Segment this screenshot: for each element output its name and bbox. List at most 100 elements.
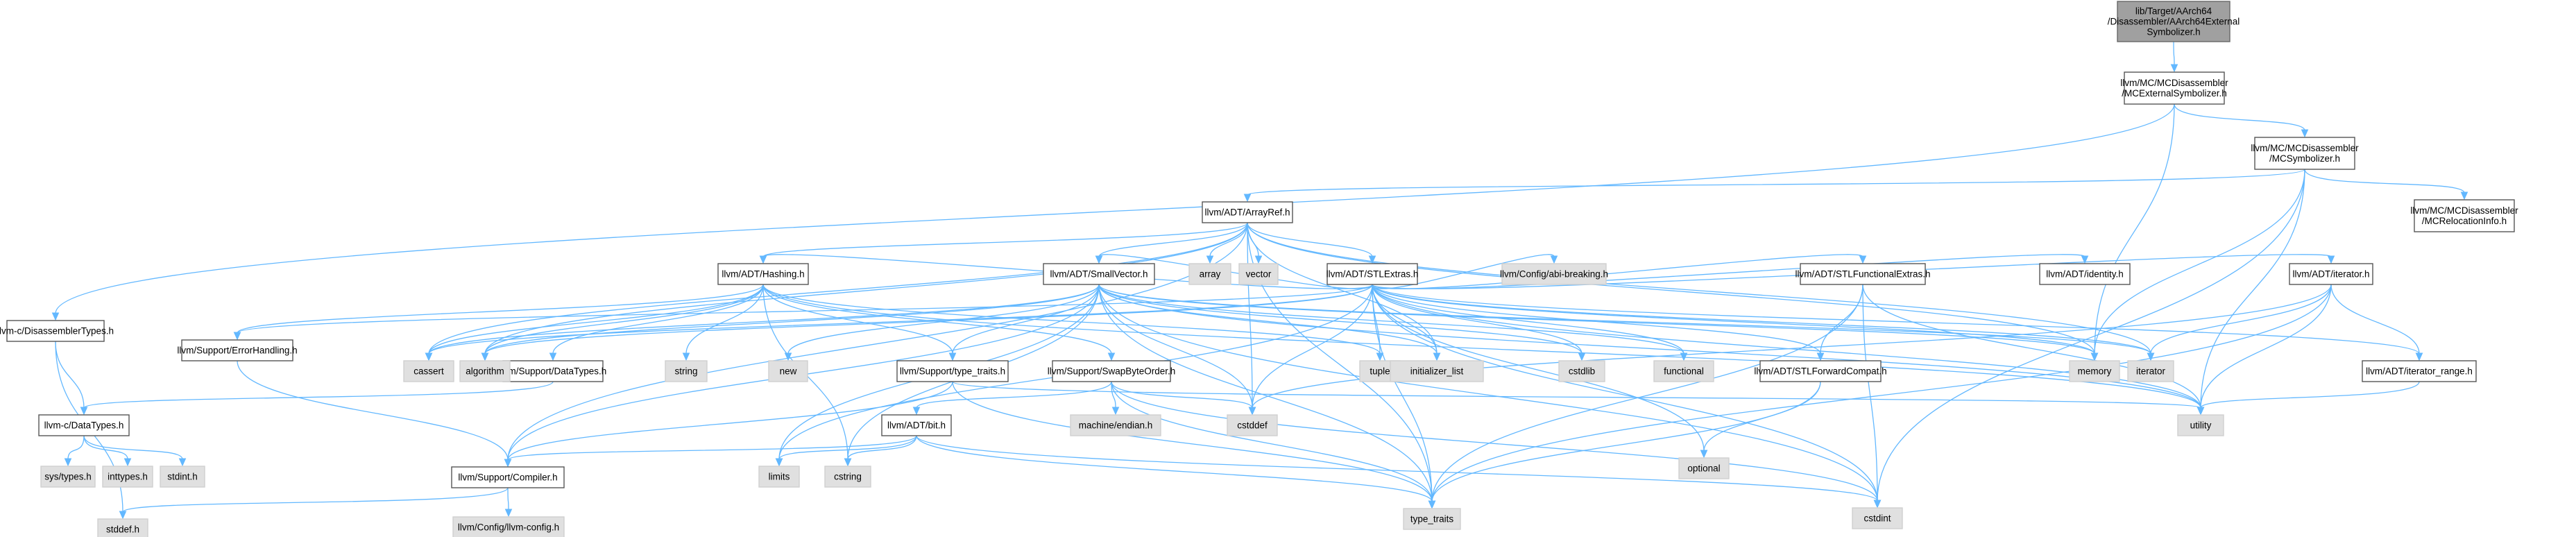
node-label: llvm/ADT/bit.h	[887, 420, 946, 431]
node-arrayref[interactable]: llvm/ADT/ArrayRef.h	[1202, 201, 1293, 223]
node-box	[451, 466, 565, 488]
node-compiler[interactable]: llvm/Support/Compiler.h	[451, 466, 565, 488]
edge-bit-to-compiler	[507, 435, 917, 461]
arrowhead-typetraits_h-to-utility	[2197, 407, 2205, 416]
node-label: llvm/ADT/STLForwardCompat.h	[1754, 366, 1886, 377]
node-box	[2039, 263, 2131, 285]
node-label: llvm-c/DisassemblerTypes.h	[0, 326, 114, 336]
node-label: llvm/Support/ErrorHandling.h	[177, 346, 297, 356]
edge-hashing-to-errorhandling	[237, 284, 764, 334]
node-mcext[interactable]: llvm/MC/MCDisassembler/MCExternalSymboli…	[2120, 71, 2228, 105]
node-box	[2177, 414, 2224, 436]
arrowhead-hashing-to-string	[682, 352, 690, 361]
node-limits: limits	[758, 466, 800, 488]
node-label: cstring	[834, 472, 862, 482]
node-root[interactable]: lib/Target/AArch64/Disassembler/AArch64E…	[2108, 1, 2240, 42]
edge-mcsym-to-cstdint	[1877, 169, 2305, 502]
edge-mcsym-to-utility	[2200, 169, 2305, 409]
node-identity[interactable]: llvm/ADT/identity.h	[2039, 263, 2131, 285]
node-systypes: sys/types.h	[40, 466, 96, 488]
arrowhead-root-to-mcext	[2170, 64, 2178, 73]
edge-hashing-to-swapbyte	[762, 284, 1112, 355]
node-label: vector	[1246, 269, 1272, 280]
node-label: llvm/ADT/identity.h	[2046, 269, 2124, 280]
arrowhead-adtiterator-to-iterator	[2147, 352, 2155, 361]
node-box	[1238, 263, 1279, 285]
node-box	[2254, 137, 2355, 170]
node-label: llvm/ADT/Hashing.h	[722, 269, 804, 280]
node-inttypes: inttypes.h	[102, 466, 153, 488]
node-label: /MCExternalSymbolizer.h	[2122, 88, 2227, 99]
edge-datatypes-to-cdatatypes	[83, 381, 554, 409]
node-label: llvm/Support/SwapByteOrder.h	[1048, 366, 1176, 377]
node-box	[2124, 71, 2225, 105]
arrowhead-arrayref-to-array	[1206, 255, 1214, 264]
node-new: new	[768, 360, 808, 382]
node-iterrange[interactable]: llvm/ADT/iterator_range.h	[2362, 360, 2477, 382]
edge-mcsym-to-arrayref	[1247, 169, 2305, 196]
node-disasmtypes[interactable]: llvm-c/DisassemblerTypes.h	[0, 320, 114, 342]
edge-compiler-to-stddef	[122, 487, 509, 513]
node-typetraits: type_traits	[1403, 508, 1461, 530]
edge-adtiterator-to-typetraits	[1431, 284, 2332, 502]
node-label: llvm/ADT/iterator_range.h	[2366, 366, 2473, 377]
edge-swapbyte-to-machineendian	[1111, 381, 1116, 409]
node-box	[2069, 360, 2120, 382]
arrowhead-mcext-to-disasmtypes	[51, 312, 60, 321]
edge-smallvector-to-algorithm	[484, 284, 1100, 355]
node-cstddef: cstddef	[1227, 414, 1278, 436]
edge-bit-to-cstdint	[916, 435, 1878, 502]
edge-typetraits_h-to-utility	[952, 381, 2201, 409]
node-smallvector[interactable]: llvm/ADT/SmallVector.h	[1043, 263, 1155, 285]
edge-arrayref-to-array	[1209, 222, 1248, 257]
edge-arrayref-to-stlextras	[1247, 222, 1373, 257]
node-label: Symbolizer.h	[2147, 27, 2200, 37]
arrowhead-stlextras-to-stlfunc	[1859, 255, 1867, 264]
node-stlfwd[interactable]: llvm/ADT/STLForwardCompat.h	[1754, 360, 1887, 382]
node-errorhandling[interactable]: llvm/Support/ErrorHandling.h	[177, 339, 298, 361]
node-box	[102, 466, 153, 488]
node-cdatatypes[interactable]: llvm-c/DataTypes.h	[38, 414, 130, 436]
node-mcsym[interactable]: llvm/MC/MCDisassembler/MCSymbolizer.h	[2251, 137, 2359, 170]
node-cstring: cstring	[824, 466, 871, 488]
node-label: functional	[1664, 366, 1704, 377]
arrowhead-swapbyte-to-cstddef	[1248, 407, 1256, 416]
edge-smallvector-to-utility	[1098, 284, 2201, 409]
edge-adtiterator-to-cstddef	[1252, 284, 2332, 409]
node-layer: lib/Target/AArch64/Disassembler/AArch64E…	[0, 1, 2518, 537]
node-box	[2289, 263, 2373, 285]
node-stlextras[interactable]: llvm/ADT/STLExtras.h	[1327, 263, 1419, 285]
node-label: llvm/ADT/ArrayRef.h	[1204, 207, 1290, 218]
edge-bit-to-cstring	[847, 435, 917, 460]
node-datatypes[interactable]: llvm/Support/DataTypes.h	[500, 360, 607, 382]
node-label: initializer_list	[1410, 366, 1464, 377]
node-label: machine/endian.h	[1079, 420, 1153, 431]
node-stddef: stddef.h	[97, 518, 148, 537]
node-adtiterator[interactable]: llvm/ADT/iterator.h	[2289, 263, 2373, 285]
edge-stlextras-to-iterator	[1372, 284, 2151, 355]
node-mcreloc[interactable]: llvm/MC/MCDisassembler/MCRelocationInfo.…	[2410, 199, 2518, 232]
edge-smallvector-to-memory	[1098, 284, 2095, 355]
arrowhead-bit-to-cstdint	[1873, 500, 1882, 509]
edge-hashing-to-tuple	[762, 284, 1381, 355]
node-box	[40, 466, 96, 488]
node-stlfunc[interactable]: llvm/ADT/STLFunctionalExtras.h	[1795, 263, 1931, 285]
node-hashing[interactable]: llvm/ADT/Hashing.h	[717, 263, 809, 285]
node-machineendian: machine/endian.h	[1070, 414, 1161, 436]
arrowhead-stlextras-to-adtiterator	[2327, 255, 2335, 264]
node-iterator: iterator	[2127, 360, 2174, 382]
edge-stlextras-to-cstdlib	[1372, 284, 1583, 355]
node-box	[2414, 199, 2515, 232]
node-typetraits_h[interactable]: llvm/Support/type_traits.h	[896, 360, 1009, 382]
node-label: /MCRelocationInfo.h	[2422, 216, 2507, 226]
node-label: cstddef	[1237, 420, 1268, 431]
node-swapbyte[interactable]: llvm/Support/SwapByteOrder.h	[1048, 360, 1176, 382]
edge-mcext-to-disasmtypes	[55, 103, 2175, 314]
edge-hashing-to-algorithm	[484, 284, 764, 355]
arrowhead-smallvector-to-algorithm	[481, 352, 489, 361]
edge-stlextras-to-memory	[1372, 284, 2095, 355]
node-box	[1403, 508, 1461, 530]
node-bit[interactable]: llvm/ADT/bit.h	[881, 414, 952, 436]
node-label: string	[674, 366, 697, 377]
node-label: algorithm	[466, 366, 504, 377]
